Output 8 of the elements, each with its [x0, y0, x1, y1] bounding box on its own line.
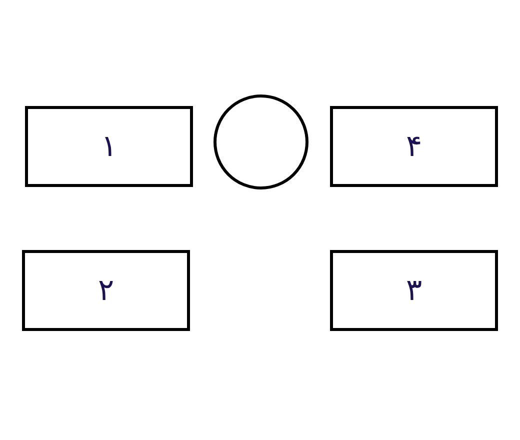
number-box [25, 106, 193, 187]
number-box [330, 250, 498, 331]
box-number: ۴ [406, 132, 422, 162]
box-number: ۲ [98, 276, 114, 306]
box-number: ۱ [100, 132, 118, 162]
number-box [330, 106, 498, 187]
number-box [22, 250, 190, 331]
box-number: ۳ [406, 276, 422, 306]
